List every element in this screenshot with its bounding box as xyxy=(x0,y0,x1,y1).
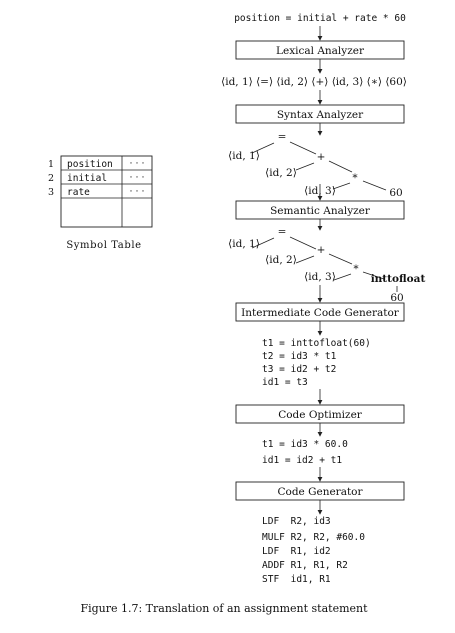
tree-edge xyxy=(328,253,353,265)
table-row-number: 3 xyxy=(48,187,54,198)
source-statement: position = initial + rate * 60 xyxy=(234,13,406,24)
syntax-tree-plus: + xyxy=(317,151,326,163)
tree-edge xyxy=(295,255,315,264)
semantic-tree-id1: ⟨id, 1⟩ xyxy=(228,238,260,250)
table-cell-attr: · · · xyxy=(129,172,144,183)
tree-edge xyxy=(362,271,385,280)
semantic-tree: = ⟨id, 1⟩ + ⟨id, 2⟩ * ⟨id, 3⟩ inttofloat… xyxy=(228,226,425,304)
tree-edge xyxy=(289,141,317,155)
semantic-tree-num: 60 xyxy=(390,292,403,304)
tree-edge xyxy=(333,273,352,281)
tree-edge xyxy=(328,160,353,173)
symbol-table-caption: Symbol Table xyxy=(66,240,141,251)
code-line: ADDF R1, R1, R2 xyxy=(262,560,348,571)
code-optimizer-label: Code Optimizer xyxy=(278,409,363,421)
tree-edge xyxy=(289,236,317,250)
code-line: t1 = inttofloat(60) xyxy=(262,338,371,349)
table-cell-name: initial xyxy=(67,173,107,184)
semantic-tree-times: * xyxy=(353,263,359,275)
optimized-code: t1 = id3 * 60.0 id1 = id2 + t1 xyxy=(262,439,348,466)
code-generator-label: Code Generator xyxy=(277,486,363,498)
code-line: LDF R2, id3 xyxy=(262,516,331,527)
symbol-table: 1 position · · · 2 initial · · · 3 rate … xyxy=(48,155,153,251)
syntax-tree: = ⟨id, 1⟩ + ⟨id, 2⟩ * ⟨id, 3⟩ 60 xyxy=(228,131,403,199)
table-cell-attr: · · · xyxy=(129,186,144,197)
tree-edge xyxy=(332,182,351,190)
semantic-tree-id2: ⟨id, 2⟩ xyxy=(265,254,297,266)
intermediate-code-generator-label: Intermediate Code Generator xyxy=(241,307,400,319)
tree-edge xyxy=(362,180,387,191)
intermediate-code: t1 = inttofloat(60) t2 = id3 * t1 t3 = i… xyxy=(262,338,371,388)
table-cell-attr: · · · xyxy=(129,158,144,169)
table-row-number: 2 xyxy=(48,173,54,184)
code-line: t3 = id2 + t2 xyxy=(262,364,336,375)
lexical-analyzer-label: Lexical Analyzer xyxy=(276,45,365,57)
code-line: t1 = id3 * 60.0 xyxy=(262,439,348,450)
semantic-analyzer-label: Semantic Analyzer xyxy=(270,205,371,217)
table-row-number: 1 xyxy=(48,159,54,170)
syntax-tree-num: 60 xyxy=(389,187,402,199)
code-line: MULF R2, R2, #60.0 xyxy=(262,532,365,543)
syntax-tree-id1: ⟨id, 1⟩ xyxy=(228,150,260,162)
figure-caption: Figure 1.7: Translation of an assignment… xyxy=(80,602,368,615)
tree-edge xyxy=(251,237,275,249)
code-line: STF id1, R1 xyxy=(262,574,331,585)
code-line: id1 = t3 xyxy=(262,377,308,388)
code-line: LDF R1, id2 xyxy=(262,546,331,557)
tree-edge xyxy=(251,142,275,154)
semantic-tree-id3: ⟨id, 3⟩ xyxy=(304,271,336,283)
syntax-tree-times: * xyxy=(352,172,358,184)
syntax-analyzer-label: Syntax Analyzer xyxy=(277,109,364,121)
semantic-tree-inttofloat: inttofloat xyxy=(371,273,426,285)
code-line: t2 = id3 * t1 xyxy=(262,351,337,362)
target-code: LDF R2, id3 MULF R2, R2, #60.0 LDF R1, i… xyxy=(262,516,365,585)
semantic-tree-assign: = xyxy=(278,226,287,238)
table-cell-name: rate xyxy=(67,187,90,198)
syntax-tree-assign: = xyxy=(278,131,287,143)
table-cell-name: position xyxy=(67,159,113,170)
syntax-tree-id2: ⟨id, 2⟩ xyxy=(265,167,297,179)
tree-edge xyxy=(295,162,315,171)
semantic-tree-plus: + xyxy=(317,244,326,256)
code-line: id1 = id2 + t1 xyxy=(262,455,342,466)
symbol-table-frame xyxy=(60,155,153,228)
token-stream: ⟨id, 1⟩ ⟨=⟩ ⟨id, 2⟩ ⟨+⟩ ⟨id, 3⟩ ⟨∗⟩ ⟨60⟩ xyxy=(221,76,407,88)
